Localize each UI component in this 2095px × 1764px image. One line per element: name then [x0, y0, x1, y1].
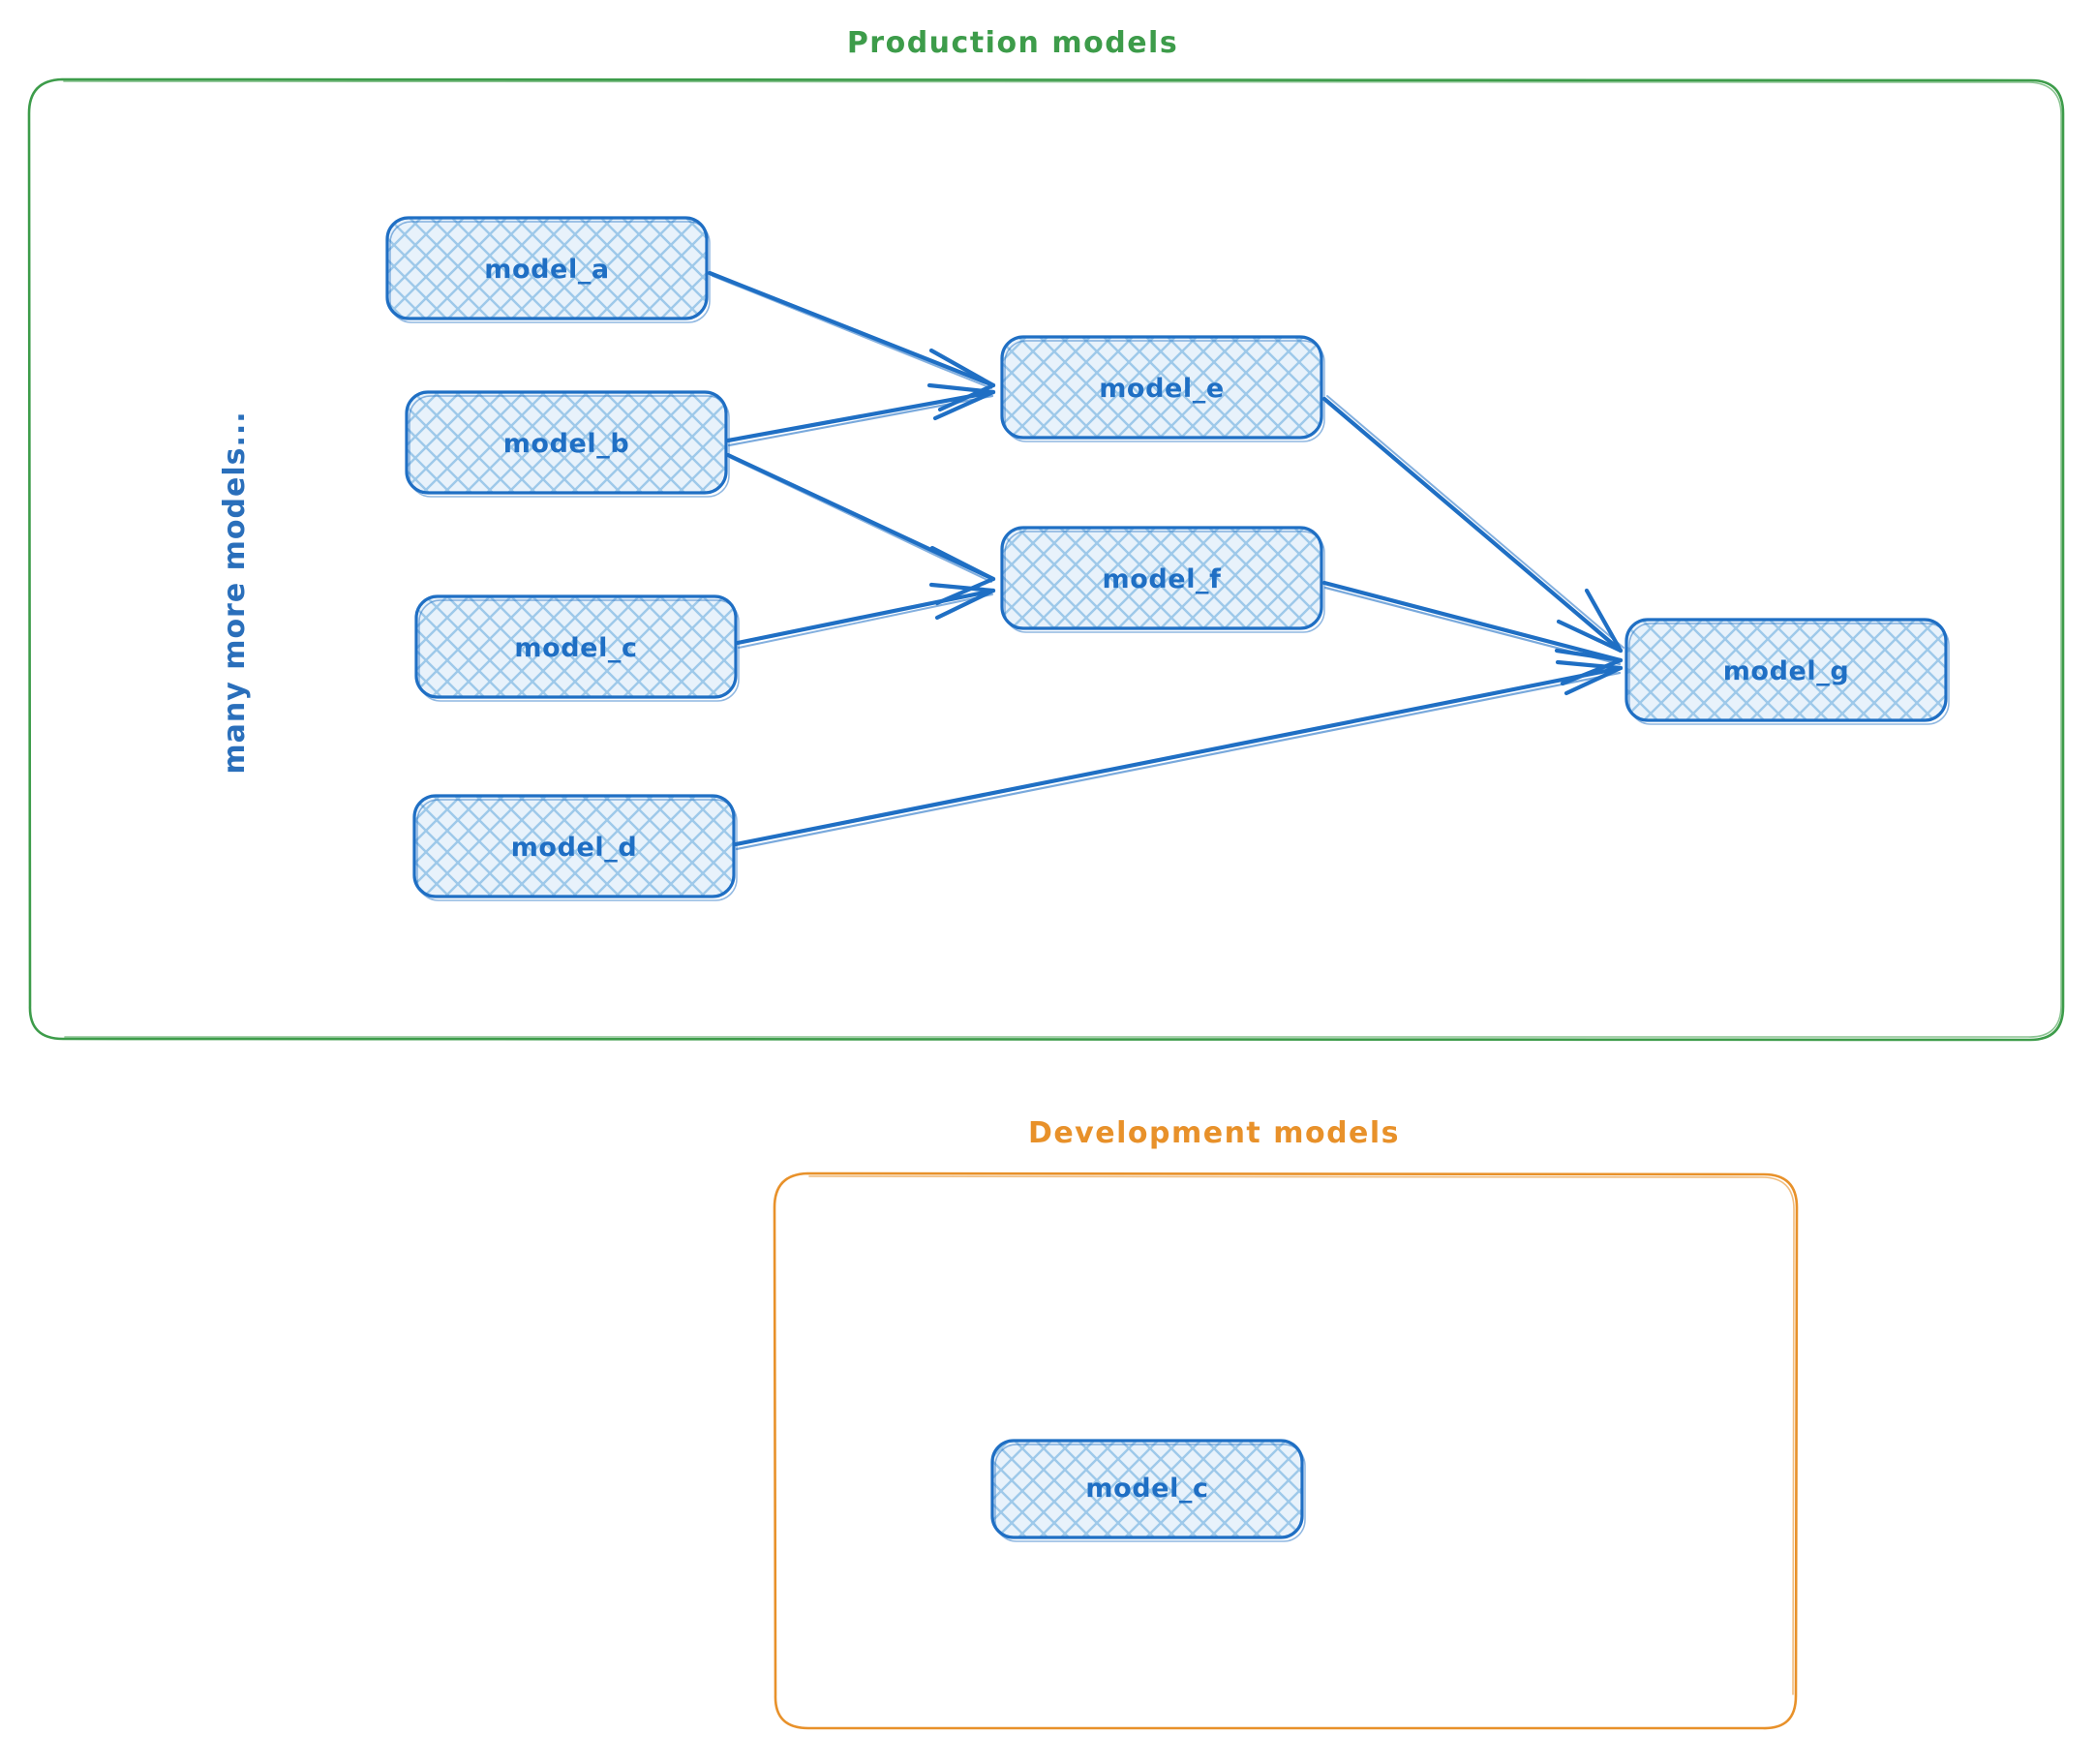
node-model_b-shape[interactable]	[405, 390, 728, 495]
production-group-border	[27, 77, 2065, 1042]
node-model_d-shape[interactable]	[412, 794, 736, 898]
node-model_f-sketch-outline	[1004, 531, 1325, 633]
edge-model_b-to-model_e	[725, 382, 996, 447]
node-model_d[interactable]: model_d	[412, 794, 738, 901]
node-model_g-shape[interactable]	[1624, 618, 1948, 722]
node-model_a[interactable]: model_a	[385, 216, 711, 323]
node-model_e-shape[interactable]	[1000, 335, 1323, 440]
development-group-title: Development models	[1028, 1116, 1400, 1150]
edge-model_b-to-model_f	[725, 452, 996, 606]
node-model_c-dev-shape[interactable]	[990, 1439, 1304, 1539]
node-model_c[interactable]: model_c	[414, 594, 740, 702]
development-group-border	[773, 1171, 1799, 1730]
node-model_a-sketch-outline	[389, 221, 711, 323]
edge-model_f-to-model_g	[1321, 580, 1624, 686]
node-model_e-label: model_e	[1099, 374, 1225, 404]
node-model_c-dev-sketch-outline	[994, 1444, 1306, 1542]
development-group-border-sketch	[808, 1175, 1795, 1695]
node-model_a-shape[interactable]	[385, 216, 709, 320]
node-model_b-label: model_b	[503, 429, 630, 459]
node-model_e[interactable]: model_e	[1000, 335, 1325, 442]
group-container-production: Production models	[27, 26, 2065, 1042]
node-model_c-shape[interactable]	[414, 594, 738, 699]
edge-model_d-to-model_g	[733, 659, 1624, 851]
node-model_a-label: model_a	[484, 255, 610, 285]
production-group-title: Production models	[847, 26, 1178, 60]
node-model_e-sketch-outline	[1004, 340, 1325, 442]
edge-model_e-to-model_g	[1321, 395, 1624, 654]
production-group-border-sketch	[63, 80, 2062, 1038]
node-model_g[interactable]: model_g	[1624, 618, 1950, 725]
node-model_d-sketch-outline	[416, 799, 738, 901]
node-model_c-dev-label: model_c	[1085, 1474, 1208, 1504]
node-model_d-label: model_d	[511, 833, 638, 863]
side-label-many-more-models: many more models...	[218, 411, 252, 774]
edge-model_c-to-model_f	[735, 582, 996, 649]
node-model_f[interactable]: model_f	[1000, 526, 1325, 633]
node-model_b-sketch-outline	[409, 395, 730, 498]
many-more-models-label: many more models...	[218, 411, 252, 774]
node-model_g-sketch-outline	[1628, 623, 1950, 725]
node-model_c-label: model_c	[514, 633, 637, 663]
nodes-layer: model_a model_b model_c model_d model_e …	[385, 216, 1950, 1542]
node-model_c-sketch-outline	[418, 599, 740, 702]
group-container-development: Development models	[773, 1116, 1799, 1730]
node-model_f-shape[interactable]	[1000, 526, 1323, 630]
node-model_c-dev[interactable]: model_c	[990, 1439, 1306, 1542]
node-model_f-label: model_f	[1102, 564, 1221, 594]
node-model_g-label: model_g	[1723, 656, 1850, 686]
edges-layer	[707, 270, 1624, 851]
node-model_b[interactable]: model_b	[405, 390, 730, 498]
